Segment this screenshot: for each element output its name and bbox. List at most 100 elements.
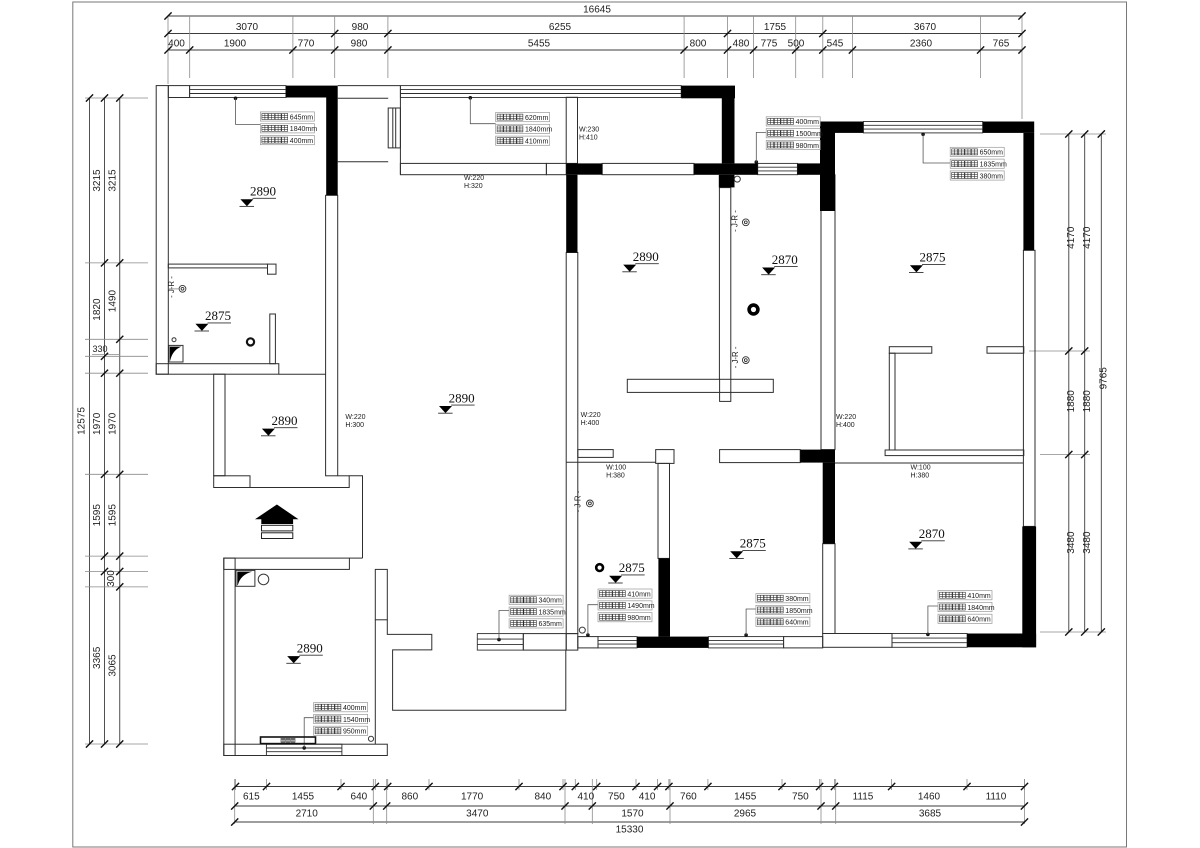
svg-text:- J-R -: - J-R - (731, 346, 740, 368)
svg-text:H:380: H:380 (606, 473, 625, 480)
svg-text:1595: 1595 (108, 504, 119, 527)
svg-text:410: 410 (639, 792, 656, 803)
svg-text:2875: 2875 (740, 536, 766, 551)
svg-text:840: 840 (534, 792, 551, 803)
svg-text:1455: 1455 (292, 792, 315, 803)
svg-text:W:220: W:220 (581, 412, 601, 419)
svg-text:3070: 3070 (236, 22, 259, 33)
svg-text:1880: 1880 (1066, 390, 1077, 413)
svg-text:15330: 15330 (616, 825, 644, 836)
svg-text:1900: 1900 (224, 39, 247, 50)
svg-text:640mm: 640mm (785, 620, 809, 627)
svg-text:410: 410 (577, 792, 594, 803)
svg-text:340mm: 340mm (539, 598, 563, 605)
svg-text:1835mm: 1835mm (980, 162, 1007, 169)
svg-text:5455: 5455 (528, 39, 551, 50)
svg-text:2870: 2870 (919, 526, 945, 541)
svg-text:1880: 1880 (1082, 390, 1093, 413)
svg-text:W:220: W:220 (836, 414, 856, 421)
svg-text:480: 480 (733, 39, 750, 50)
svg-text:H:300: H:300 (345, 422, 364, 429)
svg-text:H:410: H:410 (579, 134, 598, 141)
svg-text:635mm: 635mm (539, 621, 563, 628)
svg-text:775: 775 (761, 39, 778, 50)
svg-text:1595: 1595 (92, 504, 103, 527)
svg-text:980mm: 980mm (627, 615, 651, 622)
svg-text:W:220: W:220 (345, 414, 365, 421)
svg-text:W:220: W:220 (464, 175, 484, 182)
svg-text:980: 980 (352, 22, 369, 33)
svg-text:12575: 12575 (77, 407, 88, 435)
svg-text:H:380: H:380 (911, 473, 930, 480)
svg-text:1490mm: 1490mm (627, 603, 654, 610)
svg-text:4170: 4170 (1066, 226, 1077, 249)
svg-text:1835mm: 1835mm (539, 609, 566, 616)
svg-text:2890: 2890 (297, 640, 323, 655)
svg-text:2890: 2890 (272, 413, 298, 428)
svg-text:3215: 3215 (108, 169, 119, 192)
svg-text:1455: 1455 (734, 792, 757, 803)
svg-text:750: 750 (792, 792, 809, 803)
svg-text:2965: 2965 (734, 809, 757, 820)
svg-text:3470: 3470 (466, 809, 489, 820)
svg-text:1460: 1460 (918, 792, 941, 803)
svg-text:1110: 1110 (986, 792, 1007, 803)
svg-text:1490: 1490 (108, 290, 119, 313)
svg-text:615: 615 (243, 792, 260, 803)
svg-text:1500mm: 1500mm (796, 131, 823, 138)
svg-text:9765: 9765 (1099, 367, 1110, 390)
svg-text:6255: 6255 (549, 22, 572, 33)
svg-text:400mm: 400mm (343, 705, 367, 712)
svg-text:800: 800 (690, 39, 707, 50)
svg-text:- J-R -: - J-R - (167, 276, 176, 298)
svg-text:H:320: H:320 (464, 183, 483, 190)
svg-text:1840mm: 1840mm (290, 126, 317, 133)
svg-text:640mm: 640mm (967, 617, 991, 624)
svg-text:- J-R -: - J-R - (574, 490, 583, 512)
svg-text:4170: 4170 (1082, 226, 1093, 249)
svg-text:1540mm: 1540mm (343, 717, 370, 724)
svg-text:2875: 2875 (920, 250, 946, 265)
svg-text:2890: 2890 (449, 390, 475, 405)
svg-text:410mm: 410mm (627, 591, 651, 598)
svg-text:950mm: 950mm (343, 729, 367, 736)
svg-text:2875: 2875 (205, 308, 231, 323)
svg-text:300: 300 (106, 570, 117, 587)
svg-text:380mm: 380mm (785, 596, 809, 603)
svg-text:2710: 2710 (296, 809, 319, 820)
svg-text:640: 640 (351, 792, 368, 803)
svg-text:2890: 2890 (633, 249, 659, 264)
svg-text:1970: 1970 (108, 412, 119, 435)
svg-text:400mm: 400mm (290, 138, 314, 145)
svg-text:1850mm: 1850mm (785, 608, 812, 615)
svg-text:400: 400 (168, 39, 185, 50)
svg-text:2890: 2890 (250, 184, 276, 199)
svg-text:1970: 1970 (92, 412, 103, 435)
svg-text:3685: 3685 (919, 809, 942, 820)
svg-text:3670: 3670 (914, 22, 937, 33)
svg-text:410mm: 410mm (525, 139, 549, 146)
svg-text:380mm: 380mm (980, 173, 1004, 180)
svg-text:980mm: 980mm (796, 143, 820, 150)
svg-text:1820: 1820 (92, 298, 103, 321)
svg-text:620mm: 620mm (525, 115, 549, 122)
svg-text:1115: 1115 (853, 792, 874, 803)
svg-text:500: 500 (788, 39, 805, 50)
svg-text:H:400: H:400 (581, 420, 600, 427)
svg-text:16645: 16645 (583, 5, 611, 16)
svg-text:2875: 2875 (619, 560, 645, 575)
svg-text:645mm: 645mm (290, 114, 314, 121)
svg-text:1840mm: 1840mm (525, 127, 552, 134)
svg-text:545: 545 (827, 39, 844, 50)
svg-text:1840mm: 1840mm (967, 605, 994, 612)
svg-text:770: 770 (298, 39, 315, 50)
svg-text:- J-R -: - J-R - (731, 210, 740, 232)
svg-text:3480: 3480 (1066, 531, 1077, 554)
svg-text:H:400: H:400 (836, 422, 855, 429)
svg-text:1770: 1770 (461, 792, 484, 803)
svg-text:3065: 3065 (108, 654, 119, 677)
svg-text:3365: 3365 (92, 646, 103, 669)
svg-text:3215: 3215 (92, 169, 103, 192)
svg-text:760: 760 (680, 792, 697, 803)
svg-text:1755: 1755 (764, 22, 787, 33)
